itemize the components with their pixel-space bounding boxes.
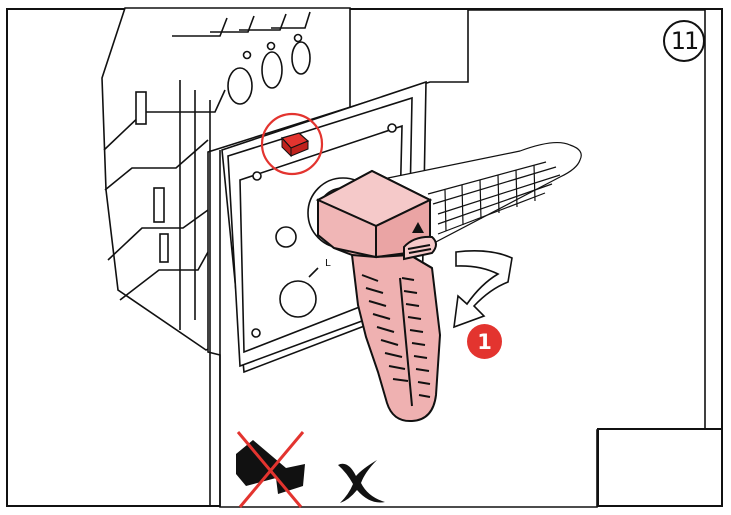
cross-mark-icon — [338, 460, 385, 503]
forbidden-drill-icon — [236, 431, 305, 508]
handle-ghost — [387, 141, 582, 251]
rotary-handle-icon — [315, 169, 442, 423]
rotation-arrow-icon — [453, 250, 513, 329]
lock-indicator — [260, 112, 324, 176]
dial-label: L — [325, 258, 331, 269]
symbol-box — [597, 428, 723, 507]
action-number-badge: 1 — [467, 324, 502, 359]
step-number-badge: 11 — [663, 20, 705, 62]
